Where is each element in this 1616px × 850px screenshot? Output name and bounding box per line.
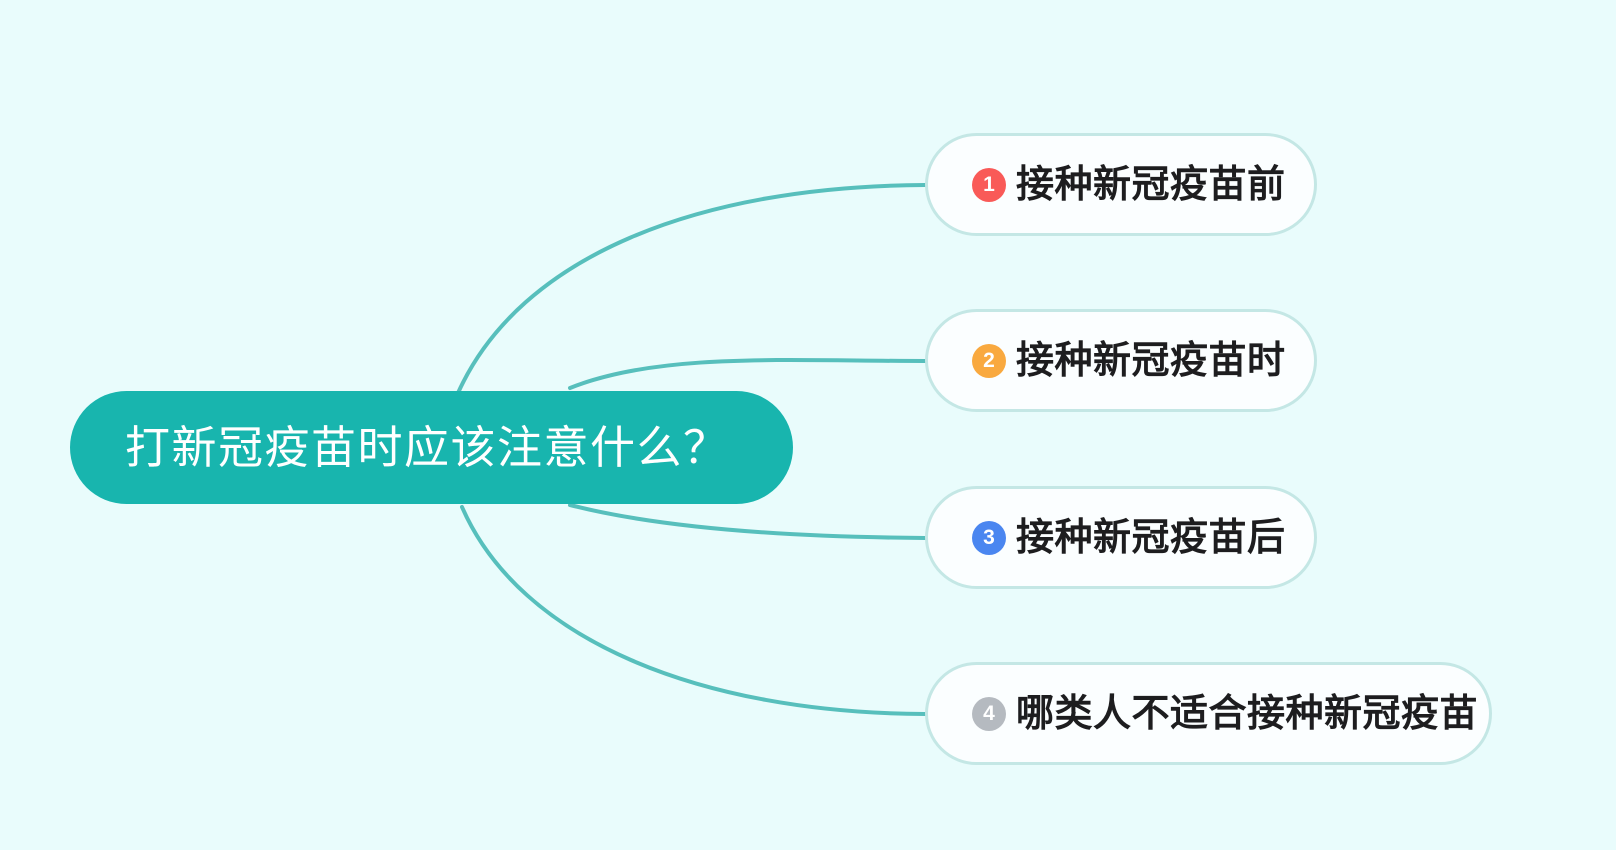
central-node-label: 打新冠疫苗时应该注意什么？	[125, 422, 730, 473]
branch-label-2: 接种新冠疫苗时	[1016, 339, 1286, 382]
branch-node-2[interactable]: 2 接种新冠疫苗时	[925, 309, 1317, 412]
branch-label-4: 哪类人不适合接种新冠疫苗	[1016, 692, 1479, 735]
branch-label-3: 接种新冠疫苗后	[1016, 516, 1286, 559]
branch-number-badge-3: 3	[972, 520, 1006, 555]
branch-number-badge-4: 4	[972, 696, 1006, 731]
branch-number-badge-2: 2	[972, 343, 1006, 378]
connector-branch-3	[568, 503, 927, 540]
connector-branch-4	[460, 505, 927, 716]
connector-branch-2	[568, 358, 927, 390]
central-node[interactable]: 打新冠疫苗时应该注意什么？	[70, 391, 793, 504]
branch-label-1: 接种新冠疫苗前	[1016, 163, 1286, 206]
connector-branch-1	[456, 183, 927, 395]
branch-node-4[interactable]: 4 哪类人不适合接种新冠疫苗	[925, 662, 1492, 765]
branch-node-3[interactable]: 3 接种新冠疫苗后	[925, 486, 1317, 589]
branch-number-badge-1: 1	[972, 167, 1006, 202]
branch-node-1[interactable]: 1 接种新冠疫苗前	[925, 133, 1317, 236]
